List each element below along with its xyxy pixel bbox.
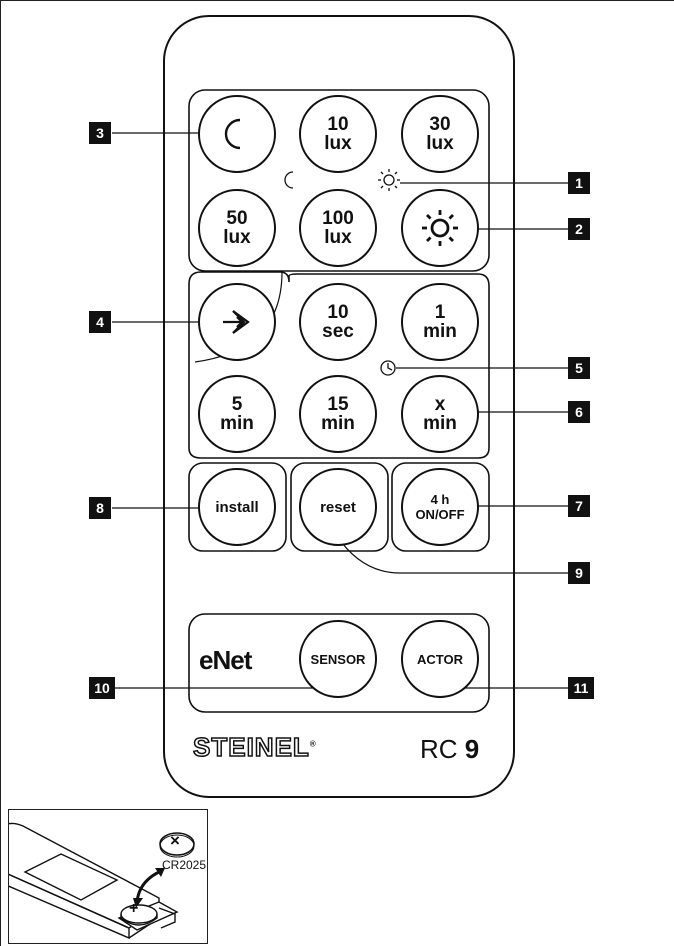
time-10-unit: sec xyxy=(322,321,354,342)
time-15-value: 15 xyxy=(327,394,349,415)
battery-cap-symbol: × xyxy=(170,831,180,850)
sensor-label: SENSOR xyxy=(310,651,366,667)
lux-100-button[interactable]: 100 lux xyxy=(299,189,377,267)
sun-icon xyxy=(422,210,458,246)
reset-button[interactable]: reset xyxy=(299,468,377,546)
time-1-min-button[interactable]: 1 min xyxy=(401,283,479,361)
time-1-unit: min xyxy=(423,321,457,342)
lux-100-value: 100 xyxy=(322,208,354,229)
sensor-button[interactable]: SENSOR xyxy=(299,620,377,698)
lux-10-unit: lux xyxy=(324,133,352,154)
time-x-value: x xyxy=(434,394,446,415)
time-5-min-button[interactable]: 5 min xyxy=(198,375,276,453)
callout-2: 2 xyxy=(568,218,590,240)
battery-inset: × + xyxy=(8,809,208,944)
time-x-unit: min xyxy=(423,413,457,434)
steinel-wordmark: STEINEL xyxy=(192,731,310,763)
model-name: RC 9 xyxy=(420,734,479,765)
lux-10-value: 10 xyxy=(327,114,349,135)
lux-30-button[interactable]: 30 lux xyxy=(401,95,479,173)
enet-logo: eNet xyxy=(199,645,252,675)
model-prefix: RC xyxy=(420,734,458,764)
small-moon-icon xyxy=(284,171,294,189)
moon-icon xyxy=(224,118,241,150)
callout-10: 10 xyxy=(89,677,115,699)
callout-11: 11 xyxy=(568,677,594,699)
enet-group-outline xyxy=(188,613,490,713)
time-10-sec-button[interactable]: 10 sec xyxy=(299,283,377,361)
timer-group-outline xyxy=(188,271,490,459)
teach-in-icon xyxy=(223,310,250,334)
battery-replacement-illustration xyxy=(9,822,195,940)
install-group-outline xyxy=(188,462,287,552)
callout-1: 1 xyxy=(568,172,590,194)
frame-top-line xyxy=(0,0,674,1)
callout-9: 9 xyxy=(568,562,590,584)
lux-50-unit: lux xyxy=(223,227,251,248)
actor-button[interactable]: ACTOR xyxy=(401,620,479,698)
steinel-logo: STEINEL® xyxy=(192,731,317,763)
onoff-group-outline xyxy=(391,462,490,552)
lux-30-unit: lux xyxy=(426,133,454,154)
reset-group-outline xyxy=(290,462,389,552)
lux-10-button[interactable]: 10 lux xyxy=(299,95,377,173)
teach-in-button[interactable] xyxy=(198,283,276,361)
lux-100-unit: lux xyxy=(324,227,352,248)
onoff-label: ON/OFF xyxy=(415,507,465,522)
install-label: install xyxy=(215,498,259,516)
night-mode-button[interactable] xyxy=(198,95,276,173)
day-mode-button[interactable] xyxy=(401,189,479,267)
callout-6: 6 xyxy=(568,401,590,423)
time-5-unit: min xyxy=(220,413,254,434)
callout-8: 8 xyxy=(89,497,111,519)
time-x-min-button[interactable]: x min xyxy=(401,375,479,453)
frame-left-line xyxy=(0,0,1,946)
time-15-min-button[interactable]: 15 min xyxy=(299,375,377,453)
install-button[interactable]: install xyxy=(198,468,276,546)
callout-5: 5 xyxy=(568,357,590,379)
time-5-value: 5 xyxy=(231,394,243,415)
small-sun-icon xyxy=(378,169,400,191)
onoff-4h-button[interactable]: 4 h ON/OFF xyxy=(401,468,479,546)
time-15-unit: min xyxy=(321,413,355,434)
time-1-value: 1 xyxy=(434,302,446,323)
lux-50-value: 50 xyxy=(226,208,248,229)
time-10-value: 10 xyxy=(327,302,349,323)
lux-group-outline xyxy=(188,89,490,272)
clock-icon xyxy=(380,360,396,376)
lux-30-value: 30 xyxy=(429,114,451,135)
reset-label: reset xyxy=(320,498,356,516)
registered-mark: ® xyxy=(309,739,317,749)
battery-type-label: CR2025 xyxy=(162,858,207,872)
lux-50-button[interactable]: 50 lux xyxy=(198,189,276,267)
callout-3: 3 xyxy=(89,122,111,144)
callout-7: 7 xyxy=(568,495,590,517)
model-number: 9 xyxy=(464,734,480,764)
callout-4: 4 xyxy=(89,311,111,333)
actor-label: ACTOR xyxy=(417,651,463,667)
battery-cell-symbol: + xyxy=(129,900,139,917)
onoff-duration: 4 h xyxy=(430,492,450,507)
